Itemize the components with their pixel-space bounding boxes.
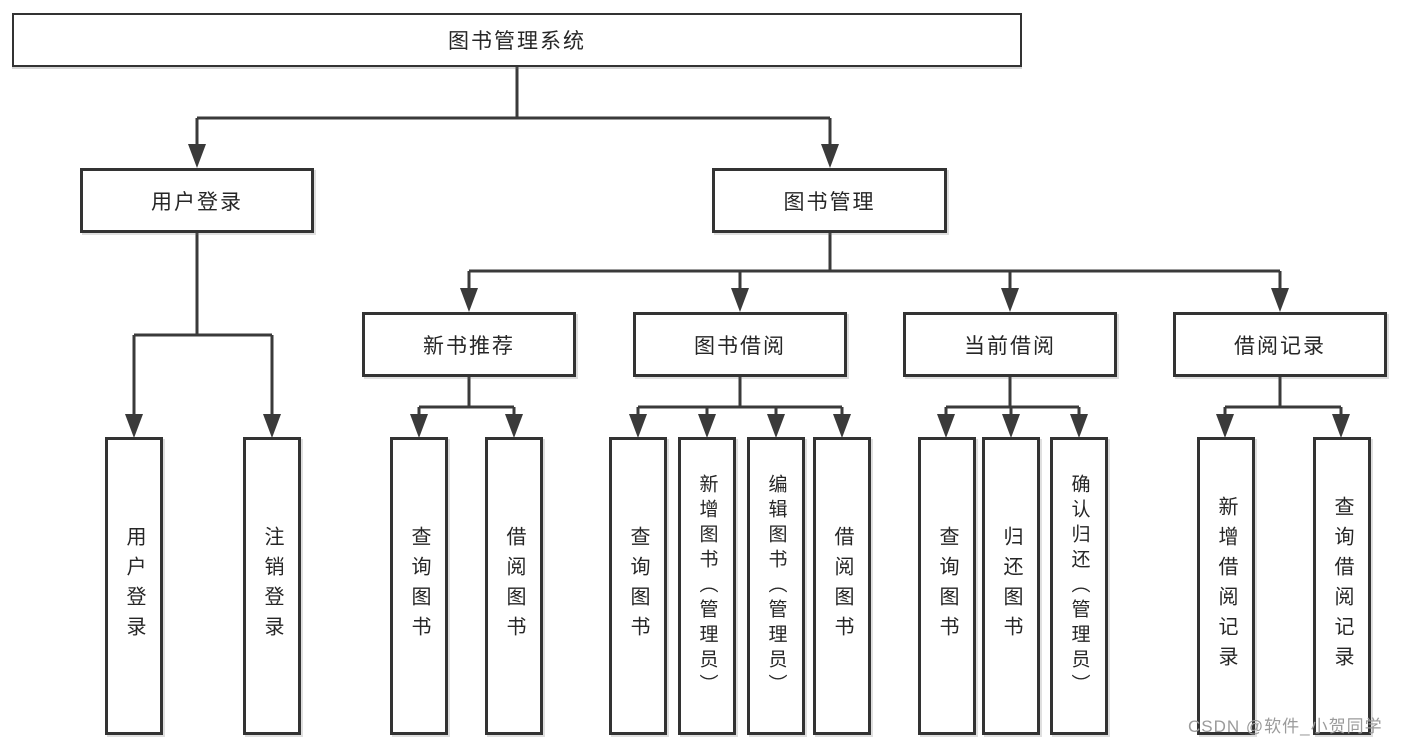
node-book-management: 图书管理 bbox=[712, 168, 947, 233]
node-label: 查询图书 bbox=[627, 526, 649, 646]
node-label: 用户登录 bbox=[123, 526, 145, 646]
node-user-login-leaf: 用户登录 bbox=[105, 437, 163, 735]
node-edit-books-admin: 编辑图书（管理员） bbox=[747, 437, 805, 735]
node-label: 查询借阅记录 bbox=[1331, 496, 1353, 676]
node-logout-login: 注销登录 bbox=[243, 437, 301, 735]
node-user-login: 用户登录 bbox=[80, 168, 314, 233]
node-label: 查询图书 bbox=[936, 526, 958, 646]
node-label: 查询图书 bbox=[408, 526, 430, 646]
csdn-watermark: CSDN @软件_小贺同学 bbox=[1188, 717, 1383, 736]
node-label: 归还图书 bbox=[1000, 526, 1022, 646]
node-label: 图书管理系统 bbox=[448, 30, 586, 53]
node-label: 确认归还（管理员） bbox=[1068, 473, 1090, 699]
node-label: 借阅图书 bbox=[503, 526, 525, 646]
node-add-books-admin: 新增图书（管理员） bbox=[678, 437, 736, 735]
node-book-borrowing: 图书借阅 bbox=[633, 312, 847, 377]
node-borrow-books: 借阅图书 bbox=[813, 437, 871, 735]
node-query-books-current: 查询图书 bbox=[918, 437, 976, 735]
node-borrow-books-recommend: 借阅图书 bbox=[485, 437, 543, 735]
node-current-borrowing: 当前借阅 bbox=[903, 312, 1117, 377]
node-add-borrow-record: 新增借阅记录 bbox=[1197, 437, 1255, 735]
node-label: 新增借阅记录 bbox=[1215, 496, 1237, 676]
node-label: 用户登录 bbox=[151, 190, 243, 214]
arrowheads bbox=[125, 144, 1350, 438]
node-query-books-recommend: 查询图书 bbox=[390, 437, 448, 735]
node-label: 图书管理 bbox=[783, 190, 876, 214]
node-label: 新增图书（管理员） bbox=[696, 473, 718, 699]
node-label: 借阅记录 bbox=[1234, 334, 1326, 358]
node-new-book-recommend: 新书推荐 bbox=[362, 312, 576, 377]
node-confirm-return-admin: 确认归还（管理员） bbox=[1050, 437, 1108, 735]
node-query-borrow-record: 查询借阅记录 bbox=[1313, 437, 1371, 735]
node-query-books-borrowing: 查询图书 bbox=[609, 437, 667, 735]
node-label: 编辑图书（管理员） bbox=[765, 473, 787, 699]
node-library-management-system: 图书管理系统 bbox=[12, 13, 1022, 67]
node-return-books: 归还图书 bbox=[982, 437, 1040, 735]
node-label: 图书借阅 bbox=[694, 334, 786, 358]
node-label: 当前借阅 bbox=[964, 334, 1056, 358]
node-borrowing-records: 借阅记录 bbox=[1173, 312, 1387, 377]
node-label: 借阅图书 bbox=[831, 526, 853, 646]
node-label: 新书推荐 bbox=[423, 334, 515, 358]
node-label: 注销登录 bbox=[261, 526, 283, 646]
